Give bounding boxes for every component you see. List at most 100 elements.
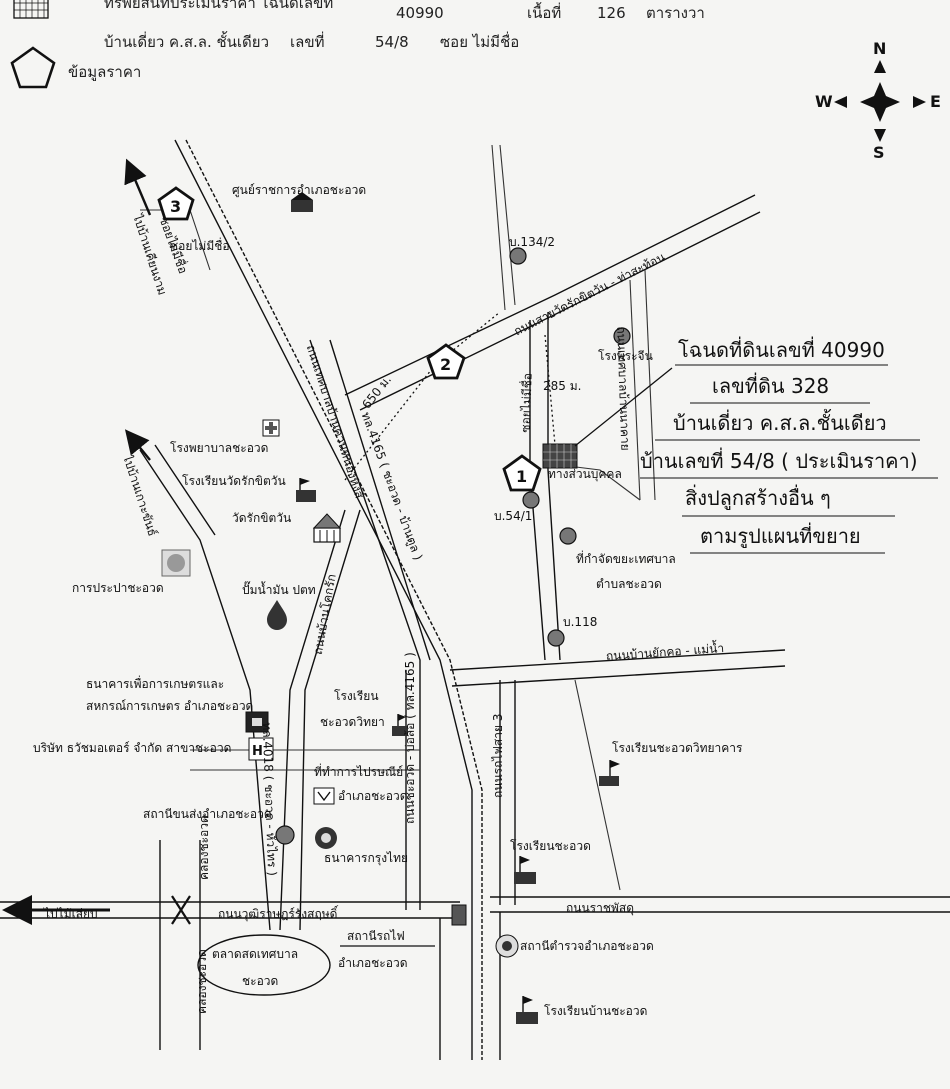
svg-text:3: 3 (170, 197, 181, 216)
map-labels: ศูนย์ราชการอำเภอชะอวด ซอยไม่มีชื่อ ซอยไม… (33, 183, 743, 1018)
district-center-building-icon (291, 192, 313, 212)
distance-285-line (544, 334, 556, 446)
label-post2: อำเภอชะอวด (338, 789, 408, 803)
svg-text:2: 2 (440, 355, 451, 374)
header-area-label: เนื้อที่ (527, 2, 561, 22)
marker-2: 2 (426, 343, 466, 380)
label-soi-site: ซอยไม่มีชื่อ (517, 373, 535, 433)
svg-text:H: H (252, 744, 263, 759)
header-house-no: 54/8 (375, 33, 409, 51)
price-legend-pentagon-icon (10, 46, 56, 89)
label-school-wat: โรงเรียนวัดรักขิตวัน (182, 474, 286, 488)
site-plot-icon (542, 443, 578, 469)
b118-marker-icon (547, 629, 565, 647)
school-wittayakhan-icon (599, 760, 620, 786)
railway-line (174, 139, 473, 1060)
label-b118: บ.118 (563, 615, 597, 629)
hospital-cross-icon (262, 419, 280, 437)
header-area-value: 126 (597, 4, 626, 22)
deed-callout: โฉนดที่ดินเลขที่ 40990 เลขที่ดิน 328 บ้า… (640, 336, 938, 554)
compass-star-icon (860, 82, 900, 122)
label-ktb: ธนาคารกรุงไทย (324, 851, 408, 866)
label-to-left2: ไปบ้านเกาะขันธ์ (120, 452, 160, 538)
label-b134-2: บ.134/2 (509, 235, 555, 249)
deed-legend-grid-icon (14, 0, 48, 18)
label-school-wittayakhan: โรงเรียนชะอวดวิทยาคาร (612, 741, 743, 755)
label-tang-suan: ทางส่วนบุคคล (548, 467, 622, 482)
callout-leader-line (574, 367, 673, 447)
compass-e: E (930, 92, 941, 111)
label-school-chawittaya2: ชะอวดวิทยา (320, 715, 385, 729)
rong-phra-chin-marker-icon (613, 327, 631, 345)
marker-1: 1 (502, 454, 542, 492)
school-ban-chaaud-icon (516, 996, 538, 1024)
label-school-ban-chaaud: โรงเรียนบ้านชะอวด (544, 1004, 647, 1018)
label-soi-top2: ซอยไม่มีชื่อ (170, 237, 230, 253)
school-chaaud-icon (514, 856, 536, 884)
label-road-fai-3: ถนนรถไฟสาย 3 (491, 714, 505, 798)
compass-rose: N S E W (815, 39, 941, 162)
label-train2: อำเภอชะอวด (338, 956, 408, 970)
label-market2: ชะอวด (242, 974, 278, 988)
label-road-wat-thasathon: ถนนสายวัดรักขิตวัน - ท่าสะท้อน (512, 250, 668, 339)
label-wat: วัดรักขิตวัน (232, 511, 291, 525)
label-hospital: โรงพยาบาลชะอวด (170, 441, 268, 455)
label-market1: ตลาดสดเทศบาล (212, 947, 298, 961)
callout-line-3: บ้านเดี่ยว ค.ส.ล.ชั้นเดียว (673, 409, 887, 435)
callout-line-1: โฉนดที่ดินเลขที่ 40990 (678, 336, 885, 362)
label-road-ratchaphatsadu: ถนนราชพัสดุ (566, 901, 634, 916)
header-line1-title: ทรัพย์สินที่ประเมินราคา โฉนดเลขที่ (104, 0, 333, 12)
svg-text:1: 1 (516, 467, 527, 486)
label-canal-top: คลองชะอวด (197, 815, 211, 880)
honda-dealer-icon: H (248, 737, 274, 761)
road-network (0, 139, 950, 1060)
arrow-to-left2 (124, 429, 151, 461)
compass-w: W (815, 92, 833, 111)
school-wat-icon (296, 478, 316, 502)
distance-285-label: 285 ม. (543, 379, 581, 393)
label-road-local: ถนนเทศบาลบ้านควนหนองหงส์ (304, 343, 367, 501)
label-district-center: ศูนย์ราชการอำเภอชะอวด (232, 183, 366, 198)
ktb-bank-icon (315, 827, 337, 849)
header-area-unit: ตารางวา (646, 4, 705, 22)
price-legend-label: ข้อมูลราคา (68, 63, 141, 81)
label-hwy-4165-top: ทล.4165 ( ชะอวด - บ้านตูล ) (358, 410, 426, 562)
marker-3: 3 (157, 186, 195, 221)
label-gas: ปั๊มน้ำมัน ปตท (242, 581, 316, 597)
label-baac1: ธนาคารเพื่อการเกษตรและ (86, 675, 224, 691)
train-station-icon (451, 904, 467, 926)
b54-1-marker-icon (522, 491, 540, 509)
callout-line-5: สิ่งปลูกสร้างอื่น ๆ (685, 484, 831, 511)
distance-650-label: 650 ม. (359, 373, 394, 412)
label-to-mai-sieb: ไปไม้เสียบ (43, 907, 98, 921)
road-yakkhor (449, 649, 786, 671)
road-wat-thasathon (344, 194, 756, 396)
water-supply-icon (161, 549, 191, 577)
highway-4165-top (309, 339, 421, 910)
label-b54-1: บ.54/1 (494, 509, 532, 523)
header-house-type: บ้านเดี่ยว ค.ส.ล. ชั้นเดียว (104, 31, 269, 51)
label-baac2: สหกรณ์การเกษตร อำเภอชะอวด (86, 699, 253, 713)
label-rong-phra-chin: โรงพระจีน (598, 349, 653, 363)
gas-drop-icon (267, 600, 287, 630)
police-station-icon (495, 934, 519, 958)
header-soi: ซอย ไม่มีชื่อ (440, 31, 519, 51)
label-road-wuthi: ถนนวุฒิราษฎร์รังสฤษดิ์ (218, 905, 339, 922)
deed-legend-icon (13, 0, 49, 19)
label-post1: ที่ทำการไปรษณีย์ (314, 763, 403, 779)
label-road-right: ถนนเทศบาลบ้านนาคาย (614, 326, 632, 451)
label-hwy-4165-bot: ถนนชะอวด - บ่อล้อ ( ทล.4165 ) (403, 652, 417, 824)
callout-line-6: ตามรูปแผนที่ขยาย (700, 522, 861, 549)
label-school-chawittaya1: โรงเรียน (334, 689, 379, 703)
compass-n: N (873, 39, 886, 58)
label-police: สถานีตำรวจอำเภอชะอวด (520, 939, 654, 953)
temple-icon (312, 513, 342, 543)
road-ban-khok-rak (279, 509, 346, 931)
post-office-icon (313, 787, 335, 805)
label-honda: บริษัท ธวัชมอเตอร์ จำกัด สาขาชะอวด (33, 741, 231, 755)
baac-bank-icon (245, 711, 269, 733)
label-transport: สถานีขนส่งอำเภอชะอวด (143, 807, 272, 821)
header: ทรัพย์สินที่ประเมินราคา โฉนดเลขที่ 40990… (10, 0, 705, 89)
market-outline (197, 934, 331, 996)
